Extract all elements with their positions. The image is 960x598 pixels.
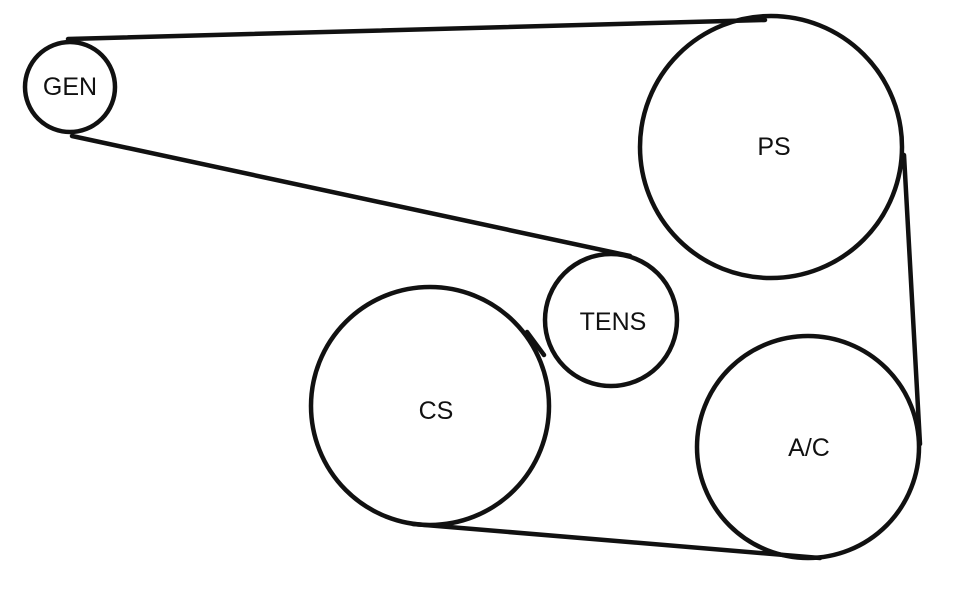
belt-segment-ps-ac (901, 152, 923, 447)
pulley-ac-label: A/C (788, 434, 830, 462)
pulley-tens: TENS (542, 251, 680, 389)
belt (65, 17, 923, 561)
pulley-ps-label: PS (757, 133, 790, 161)
belt-segment-cs-ac (410, 521, 823, 561)
pulley-gen-label: GEN (43, 73, 97, 101)
belt-segment-gen-ps (65, 17, 768, 42)
pulley-gen: GEN (22, 39, 118, 135)
pulley-cs-label: CS (419, 397, 454, 425)
pulley-ac: A/C (694, 333, 922, 561)
belt-segment-tens-cs (524, 329, 547, 358)
pulley-ps: PS (637, 13, 905, 281)
belt-segment-gen-tens (69, 133, 633, 259)
pulley-cs: CS (308, 284, 552, 528)
pulley-tens-label: TENS (580, 308, 647, 336)
